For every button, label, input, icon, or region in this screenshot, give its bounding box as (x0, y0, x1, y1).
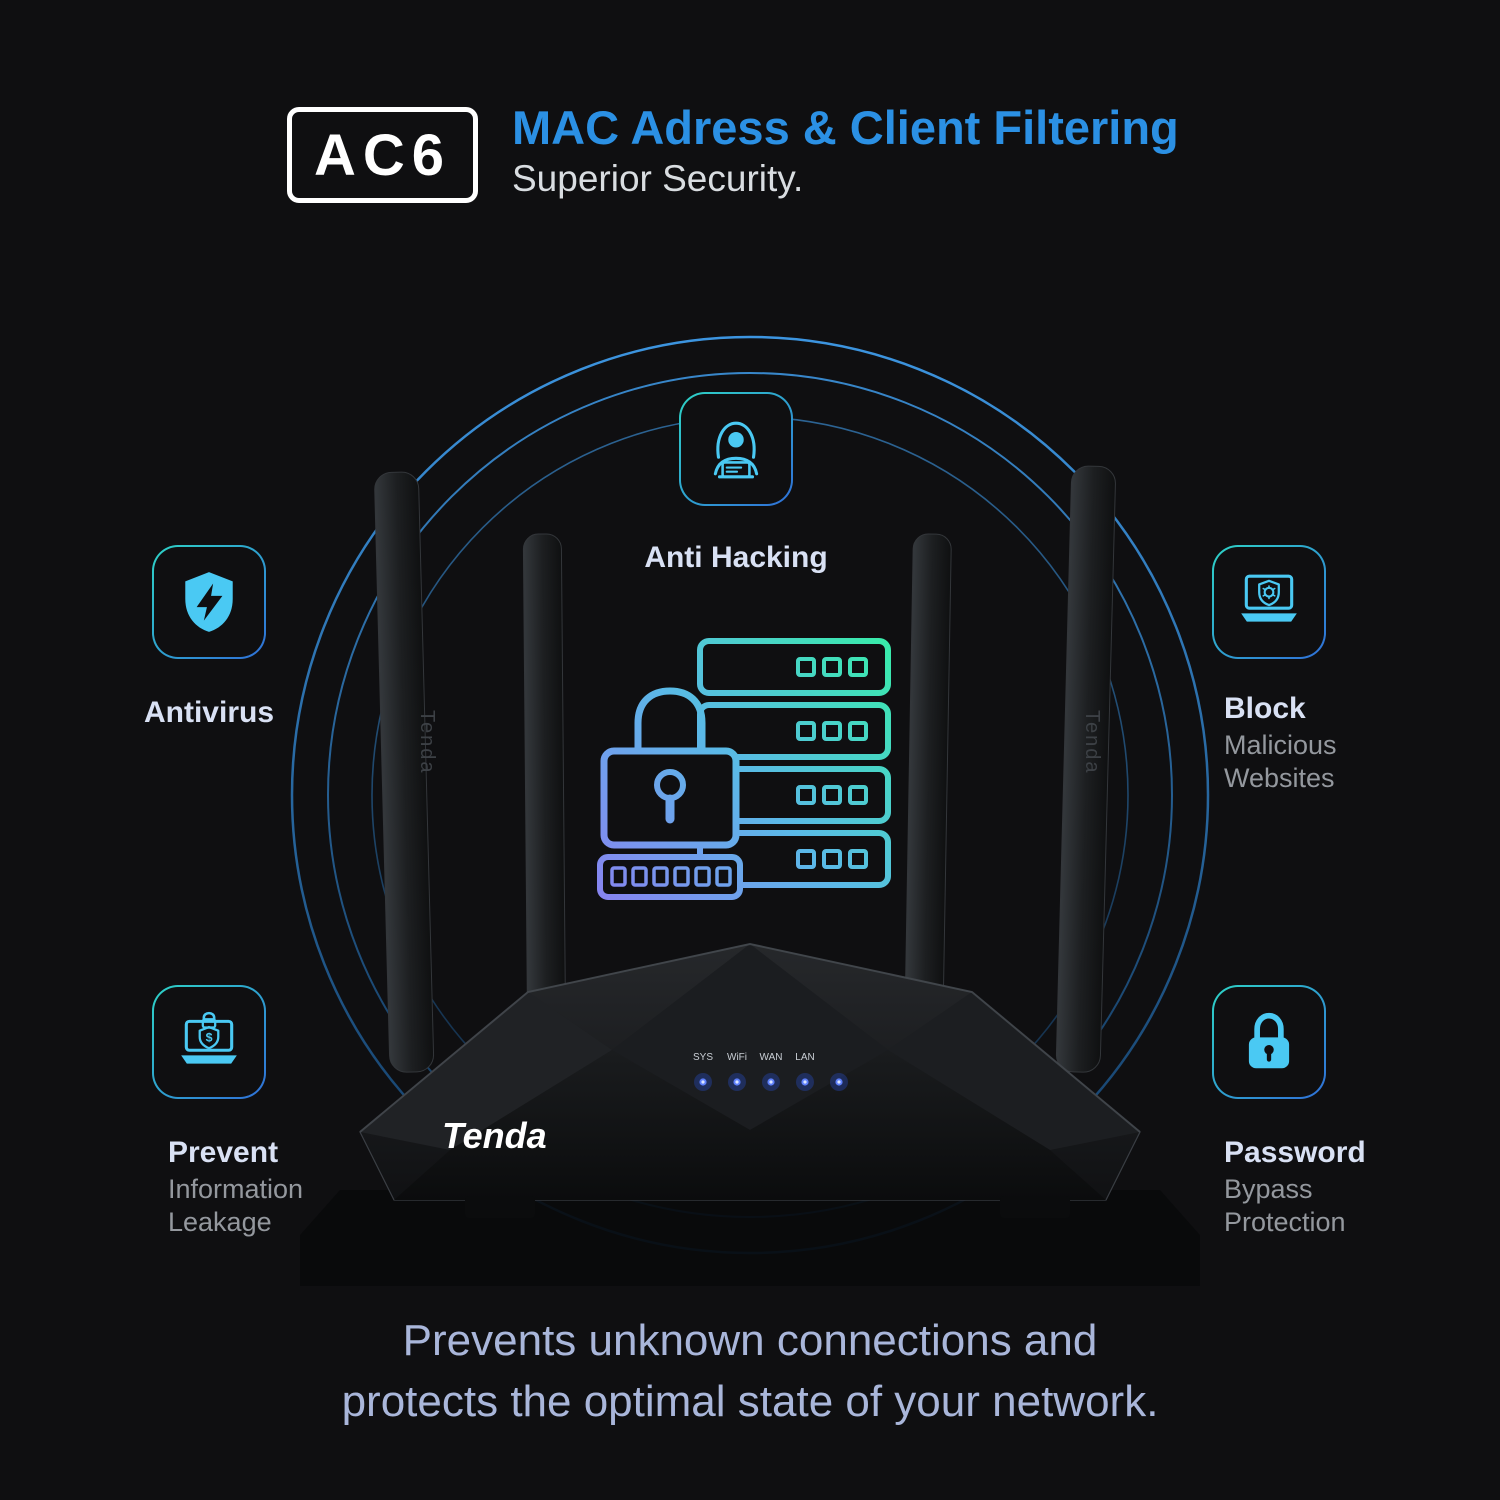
security-lock-servers-illustration (597, 638, 891, 900)
model-badge: AC6 (287, 107, 478, 203)
antenna-right-outer (1055, 465, 1116, 1073)
router-antennas: Tenda Tenda (374, 465, 1116, 1075)
feature-title: Anti Hacking (644, 541, 828, 574)
tagline-line1: Prevents unknown connections and (402, 1316, 1098, 1365)
router-illustration: Tenda Tenda Tenda SYS WiFi WAN LAN (300, 465, 1200, 1286)
hacker-icon (713, 421, 759, 479)
feature-subtitle: Malicious Websites (1224, 730, 1337, 793)
block-websites-label: Block Malicious Websites (1224, 692, 1409, 795)
antivirus-tile-inner (154, 547, 264, 657)
feature-title: Prevent (168, 1136, 279, 1169)
feature-title: Block (1224, 692, 1306, 725)
page-title: MAC Adress & Client Filtering (512, 101, 1179, 154)
feature-title: Password (1224, 1136, 1366, 1169)
led-strip: SYS WiFi WAN LAN (693, 1052, 848, 1091)
led-lights (694, 1073, 848, 1091)
led-label-wifi: WiFi (727, 1052, 747, 1063)
antenna-brand-text: Tenda (416, 710, 438, 775)
anti-hacking-tile (679, 392, 793, 506)
block-websites-tile-inner (1214, 547, 1324, 657)
router-logo: Tenda (442, 1115, 547, 1156)
laptop-bug-shield-icon (1241, 574, 1297, 622)
led-label-wan: WAN (760, 1052, 783, 1063)
password-field-icon (597, 854, 743, 900)
led-label-lan: LAN (795, 1052, 814, 1063)
page-subtitle: Superior Security. (512, 158, 804, 199)
prevent-leakage-label: Prevent Information Leakage (168, 1136, 363, 1239)
password-protection-label: Password Bypass Protection (1224, 1136, 1409, 1239)
feature-subtitle: Information Leakage (168, 1174, 304, 1237)
antenna-brand-text: Tenda (1081, 710, 1103, 775)
anti-hacking-label: Anti Hacking (600, 541, 872, 575)
tagline: Prevents unknown connections and protect… (0, 1310, 1500, 1432)
prevent-leakage-tile: $ (152, 985, 266, 1099)
router-foot (1000, 1196, 1070, 1218)
prevent-leakage-tile-inner: $ (154, 987, 264, 1097)
padlock-icon (1248, 1012, 1290, 1069)
feature-subtitle: Bypass Protection (1224, 1174, 1346, 1237)
block-websites-tile (1212, 545, 1326, 659)
antenna-left-outer (374, 471, 435, 1073)
padlock-icon (600, 687, 740, 849)
antivirus-label: Antivirus (92, 696, 326, 730)
router-body: Tenda (359, 942, 1141, 1218)
svg-text:$: $ (206, 1030, 213, 1044)
password-protection-tile (1212, 985, 1326, 1099)
antivirus-tile (152, 545, 266, 659)
tagline-line2: protects the optimal state of your netwo… (341, 1377, 1159, 1426)
password-protection-tile-inner (1214, 987, 1324, 1097)
router-foot (465, 1196, 535, 1218)
shield-lightning-icon (185, 572, 233, 632)
laptop-money-shield-icon: $ (181, 1011, 237, 1064)
led-label-sys: SYS (693, 1052, 713, 1063)
feature-title: Antivirus (143, 696, 275, 729)
anti-hacking-tile-inner (681, 394, 791, 504)
